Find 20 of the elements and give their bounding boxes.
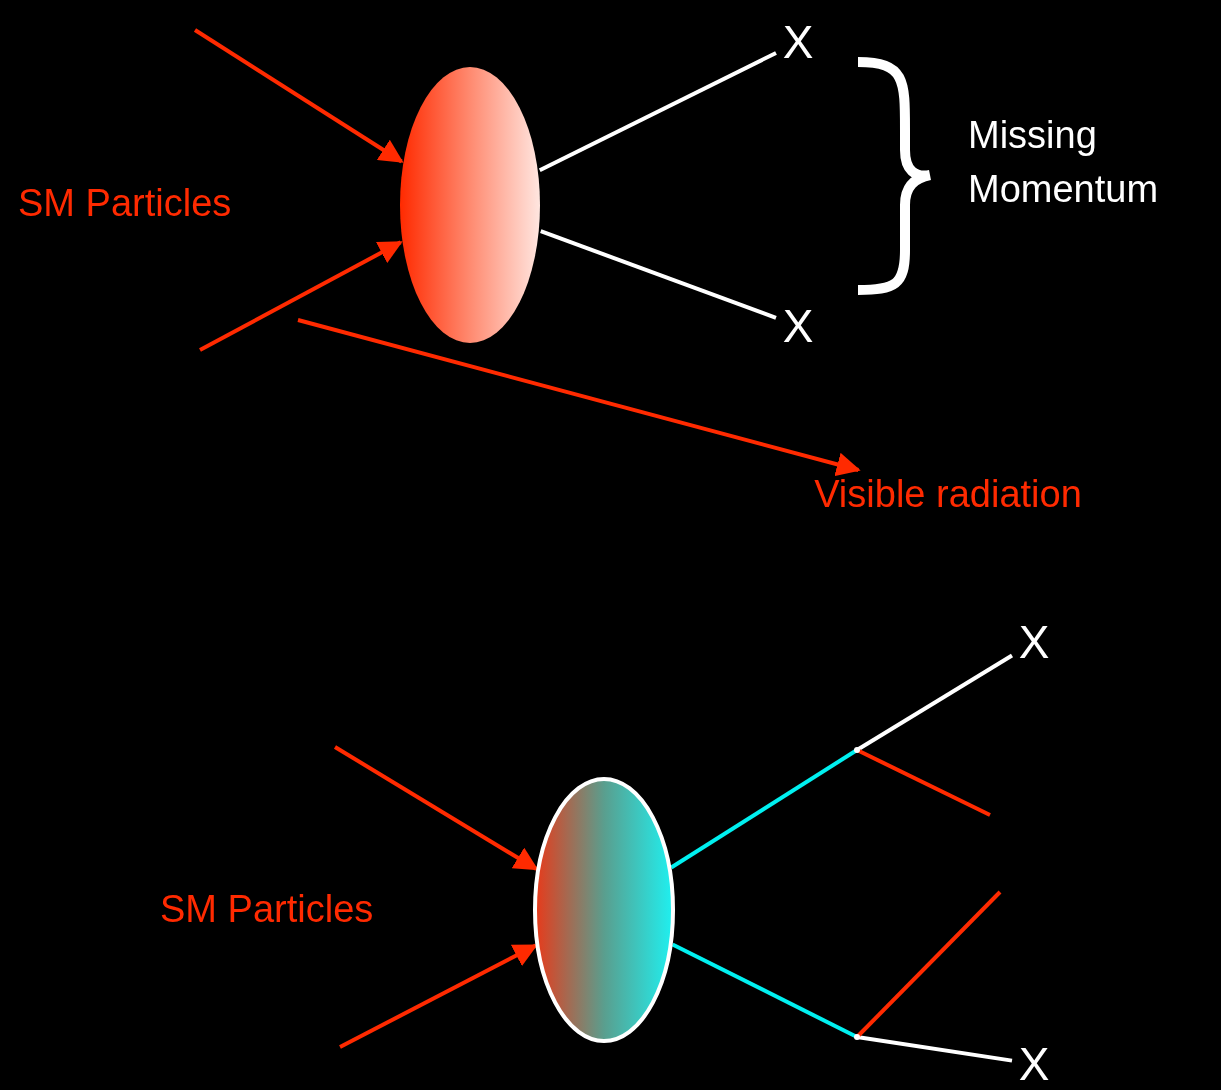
arrow: [199, 240, 403, 352]
particle-label: X: [1012, 616, 1056, 668]
interaction-blob: [533, 777, 675, 1043]
particle-line: [855, 890, 1002, 1039]
particles-label: SM Particles: [160, 887, 374, 932]
line-junction: [854, 1034, 860, 1040]
particle-line: [540, 229, 777, 320]
line-junction: [854, 747, 860, 753]
particle-label: X: [1012, 1038, 1056, 1090]
annotation-text: Missing Momentum: [968, 113, 1160, 212]
interaction-blob: [398, 65, 542, 345]
particle-label: X: [776, 300, 820, 352]
arrow: [297, 318, 861, 476]
arrow: [339, 943, 538, 1049]
arrow: [333, 745, 539, 871]
radiation-label: Visible radiation: [790, 470, 1106, 518]
arrow: [193, 28, 404, 164]
particle-label: X: [776, 16, 820, 68]
particle-line: [538, 51, 777, 173]
particles-label: SM Particles: [18, 181, 232, 226]
